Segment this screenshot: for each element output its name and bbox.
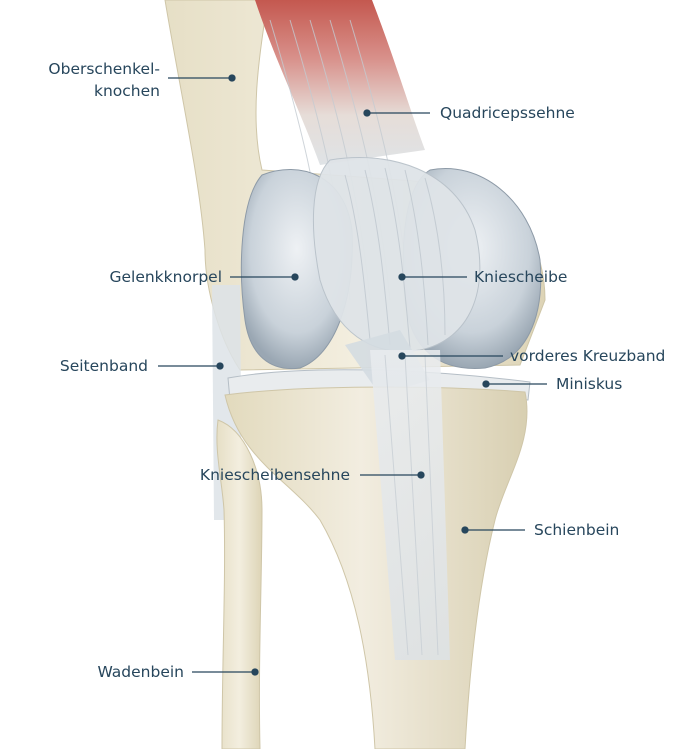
- leader-dot-kniescheibensehne: [418, 472, 424, 478]
- leader-dot-oberschenkel: [229, 75, 235, 81]
- leader-dot-wadenbein: [252, 669, 258, 675]
- label-seitenband: Seitenband: [20, 355, 148, 377]
- label-oberschenkelknochen: Oberschenkel- knochen: [14, 58, 160, 102]
- quadriceps-muscle: [255, 0, 425, 165]
- leader-dot-seitenband: [217, 363, 223, 369]
- leader-dot-kreuzband: [399, 353, 405, 359]
- leader-dot-schienbein: [462, 527, 468, 533]
- label-gelenkknorpel: Gelenkknorpel: [60, 266, 222, 288]
- label-vorderes-kreuzband: vorderes Kreuzband: [510, 345, 665, 367]
- leader-dot-gelenkknorpel: [292, 274, 298, 280]
- label-kniescheibensehne: Kniescheibensehne: [140, 464, 350, 486]
- label-miniskus: Miniskus: [556, 373, 622, 395]
- leader-dot-miniskus: [483, 381, 489, 387]
- leader-dot-quadricepssehne: [364, 110, 370, 116]
- label-quadricepssehne: Quadricepssehne: [440, 102, 575, 124]
- label-kniescheibe: Kniescheibe: [474, 266, 567, 288]
- label-oberschenkel-line2: knochen: [14, 80, 160, 102]
- label-wadenbein: Wadenbein: [40, 661, 184, 683]
- leader-dot-kniescheibe: [399, 274, 405, 280]
- label-oberschenkel-line1: Oberschenkel-: [14, 58, 160, 80]
- label-schienbein: Schienbein: [534, 519, 619, 541]
- tibia-bone: [225, 387, 527, 749]
